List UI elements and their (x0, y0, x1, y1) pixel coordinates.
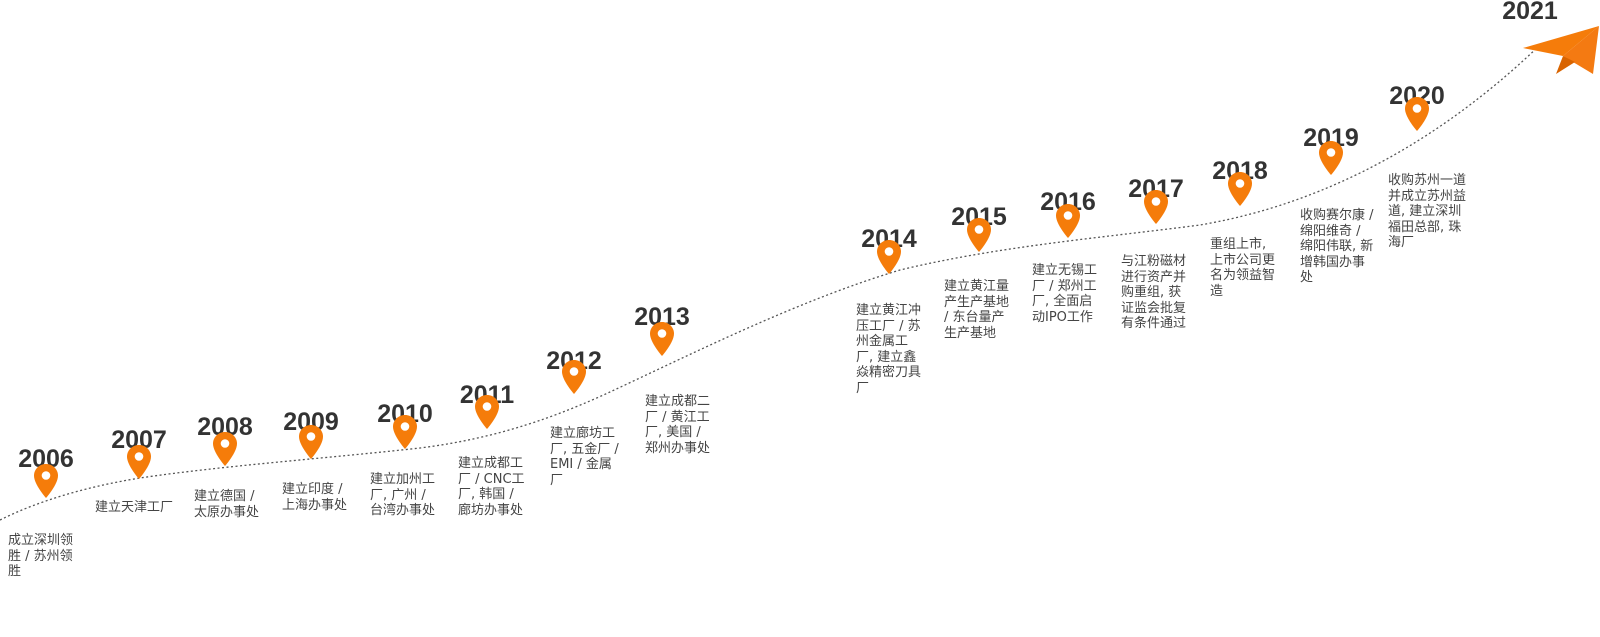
map-pin-icon (1228, 172, 1252, 206)
milestone-description: 建立黄江量 产生产基地 / 东台量产 生产基地 (944, 279, 1010, 341)
milestone-description: 收购赛尔康 / 绵阳维奇 / 绵阳伟联, 新 增韩国办事 处 (1300, 208, 1374, 285)
milestone-description: 建立黄江冲 压工厂 / 苏 州金属工 厂, 建立鑫 焱精密刀具 厂 (856, 303, 922, 396)
map-pin-icon (127, 445, 151, 479)
milestone-description: 建立成都工 厂 / CNC工 厂, 韩国 / 廊坊办事处 (458, 456, 525, 518)
milestone-description: 建立加州工 厂, 广州 / 台湾办事处 (370, 472, 436, 518)
milestone-description: 建立成都二 厂 / 黄江工 厂, 美国 / 郑州办事处 (645, 394, 711, 456)
milestone-description: 建立无锡工 厂 / 郑州工 厂, 全面启 动IPO工作 (1032, 263, 1098, 325)
map-pin-icon (967, 218, 991, 252)
map-pin-icon (34, 464, 58, 498)
milestone-description: 建立德国 / 太原办事处 (194, 489, 260, 520)
milestone-description: 重组上市, 上市公司更 名为领益智 造 (1210, 237, 1276, 299)
map-pin-icon (213, 432, 237, 466)
map-pin-icon (562, 360, 586, 394)
map-pin-icon (393, 415, 417, 449)
map-pin-icon (877, 240, 901, 274)
milestone-description: 建立廊坊工 厂, 五金厂 / EMI / 金属 厂 (550, 426, 619, 488)
final-year-label: 2021 (1502, 0, 1558, 25)
map-pin-icon (650, 322, 674, 356)
map-pin-icon (1056, 204, 1080, 238)
map-pin-icon (475, 395, 499, 429)
map-pin-icon (1144, 190, 1168, 224)
milestone-description: 收购苏州一道 并成立苏州益 道, 建立深圳 福田总部, 珠 海厂 (1388, 173, 1467, 250)
map-pin-icon (1405, 97, 1429, 131)
map-pin-icon (1319, 141, 1343, 175)
map-pin-icon (299, 425, 323, 459)
milestone-description: 成立深圳领 胜 / 苏州领 胜 (8, 533, 74, 579)
paper-plane-icon (1523, 26, 1599, 74)
milestone-description: 与江粉磁材 进行资产并 购重组, 获 证监会批复 有条件通过 (1121, 254, 1187, 331)
milestone-description: 建立印度 / 上海办事处 (282, 482, 348, 513)
milestone-description: 建立天津工厂 (95, 500, 174, 515)
dotted-timeline-curve (0, 44, 1541, 521)
